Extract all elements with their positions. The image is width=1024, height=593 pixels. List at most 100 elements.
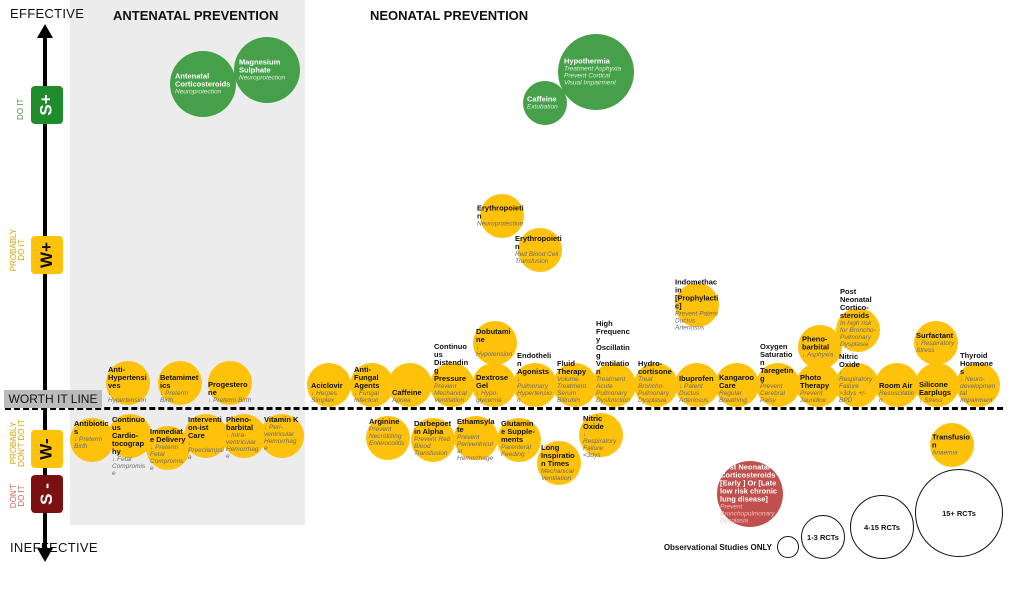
intervention-magnesium-sulphate [234,37,300,103]
intervention-label-cardiotocography: Continuous Cardio-tocography↓ Fetal Comp… [112,415,148,478]
intervention-outcome: ↓ Preterm Birth [74,436,103,450]
intervention-outcome: In high risk for Broncho-Pulmonary Dyspl… [840,320,876,348]
intervention-post-neonatal-corticosteroids [836,308,880,352]
intervention-label-immediate-delivery: Immediate Delivery↓ Preterm Fetal Compro… [150,428,186,473]
intervention-label-nitric-oxide-bpd: Nitric Oxide↓ Respiratory Failure >3dys … [839,353,875,405]
badge-s-plus: S+ [31,86,63,124]
intervention-outcome: ↓ Preterm Fetal Compromise [150,444,184,472]
intervention-outcome: ↓ Hypo-glycemia [476,390,502,404]
intervention-title: Erythropoietin [477,203,524,221]
intervention-outcome: Prevent Cerebral Palsy [760,383,785,404]
intervention-title: Glutamine Supple-ments [501,419,535,444]
effective-label: EFFECTIVE [10,6,85,21]
intervention-kangaroo-care [715,363,759,407]
intervention-outcome: Prevent Red Blood Transfusion [414,436,451,457]
intervention-title: Pheno-barbital [802,334,830,352]
intervention-surfactant [914,321,958,365]
intervention-title: Photo Therapy [800,373,830,390]
intervention-outcome: Treatment Acute Pulmonary Dysfunction [596,376,630,404]
intervention-outcome: ↓ Hypertension [108,390,147,404]
arrow-down-icon [37,548,53,562]
intervention-title: Kangaroo Care [719,373,755,390]
intervention-caffeine-extubation [523,81,567,125]
intervention-title: Oxygen Saturation Taregeting [760,342,794,383]
intervention-label-indomethacin: Indomethacin [Prophylactic]Prevent Paten… [675,278,719,332]
intervention-label-ibuprofen: Ibuprofen↓ Patent Ductus Arteriosus [679,375,715,405]
intervention-endothelin [513,363,557,407]
intervention-label-progesterone: Progesterone↓ Preterm Birth [208,380,252,405]
intervention-photo-therapy [796,363,840,407]
intervention-outcome: ↓ Pulmonary Hypertension [517,376,552,404]
intervention-immediate-delivery [146,426,190,470]
intervention-outcome: ↓ Preterm Birth [160,390,189,404]
intervention-outcome: ↓ Respiratory Stress [916,340,955,354]
intervention-label-phenobarbital-ivh: Pheno-barbital↓ Intra-ventricular Hemorr… [226,415,262,461]
intervention-betamimetics [158,361,202,405]
intervention-title: Silicone Earplugs [919,380,952,397]
intervention-indomethacin [675,283,719,327]
intervention-hydrocortisone [634,363,678,407]
intervention-vitamin-k [260,414,304,458]
intervention-title: Anti-Fungal Agents [354,365,380,390]
intervention-outcome: Neuroprotection [175,88,222,96]
badge-w-plus: W+ [31,236,63,274]
intervention-outcome: Volume Treatment Serum Bilirubin [557,376,587,404]
intervention-label-dobutamine: Dobutamine↓ Hypotension [476,328,514,359]
intervention-title: Surfactant [916,331,954,340]
intervention-title: Dextrose Gel [476,373,509,390]
intervention-nitric-oxide [579,413,623,457]
intervention-fluid-therapy [553,363,597,407]
intervention-title: Continuous Cardio-tocography [112,415,145,456]
intervention-outcome: ↓ Asphyxia [802,351,834,359]
intervention-outcome: Regular Breathing [719,390,747,404]
intervention-phenobarbital-ivh [222,414,266,458]
intervention-interventionist-care [184,414,228,458]
intervention-title: Room Air [879,381,913,390]
intervention-title: Fluid Therapy [557,359,587,376]
intervention-ibuprofen [675,363,719,407]
intervention-title: Progesterone [208,380,248,397]
intervention-label-antibiotics: Antibiotics↓ Preterm Birth [74,420,110,451]
intervention-room-air [875,363,919,407]
legend-observational-circle [777,536,799,558]
intervention-title: Betamimetics [160,373,199,390]
intervention-progesterone [208,361,252,405]
intervention-outcome: Prevent Jaundice [800,390,827,404]
intervention-post-neonatal-early [717,461,783,527]
intervention-label-thyroid-hormones: Thyroid Hormones↓ Neuro-developmental Im… [960,352,996,405]
intervention-outcome: ↓ Respiratory Failure >3dys +/- BPD [839,369,873,404]
intervention-title: Anti-Hypertensives [108,365,147,390]
intervention-title: Intervention-ist Care [188,415,222,440]
intervention-outcome: ↓ Peri-ventricular Hemorrhage [264,424,297,452]
badge-w-minus: W- [31,430,63,468]
intervention-outcome: Prevent Mechanical Ventilation [434,383,467,404]
intervention-antibiotics [70,418,114,462]
intervention-outcome: Mechanical Ventilation [541,468,574,482]
intervention-outcome: Prevent Necrotizing Enterocolitis [369,426,405,447]
intervention-title: Hypothermia [564,56,610,66]
intervention-outcome: Prevent Bronchopulmonary Dysplasia [720,503,775,525]
intervention-title: Vitamin K [264,415,299,424]
intervention-outcome: Anaemia [932,449,958,457]
worth-it-line-label: WORTH IT LINE [4,390,102,408]
intervention-title: Pheno-barbital [226,415,254,432]
antenatal-heading: ANTENATAL PREVENTION [113,8,279,23]
intervention-title: Caffeine [392,388,422,397]
intervention-outcome: Apnea [392,397,411,404]
intervention-outcome: ↓ Fetal Compromise [112,456,146,477]
effectiveness-axis [43,34,47,554]
intervention-title: Darbepoetin Alpha [414,419,452,436]
intervention-outcome: Prevent Patent Ductus Arteriosus [675,310,718,332]
intervention-anti-fungal [350,363,394,407]
intervention-long-inspiration [537,441,581,485]
intervention-label-phenobarbital-asphyxia: Pheno-barbital↓ Asphyxia [802,334,838,359]
intervention-anti-hypertensives [106,361,150,405]
intervention-outcome: Parenteral Feeding [501,444,531,458]
worth-it-line [5,407,1003,410]
